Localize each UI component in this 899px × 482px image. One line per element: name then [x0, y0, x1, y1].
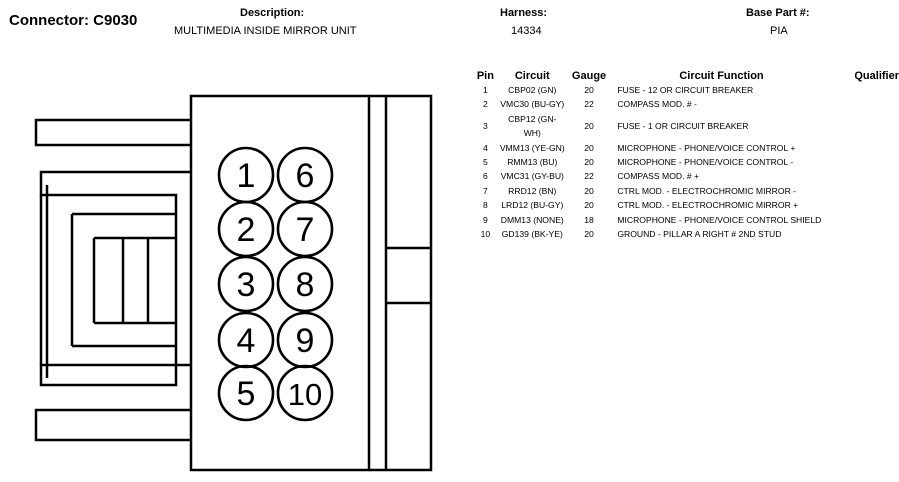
- pin-number: 6: [483, 171, 488, 182]
- circuit-id: VMC31 (GY-BU): [500, 171, 564, 182]
- pin-cavity-label: 10: [288, 377, 322, 412]
- circuit-id: DMM13 (NONE): [500, 214, 564, 225]
- pin-number: 4: [483, 142, 488, 153]
- qualifier-cell: [854, 213, 899, 227]
- pin-number: 9: [483, 214, 488, 225]
- connector-title: Connector: C9030: [9, 12, 138, 29]
- circuit-id: RRD12 (BN): [508, 185, 557, 196]
- pin-table-row: 3 CBP12 (GN-WH) 20 FUSE - 1 OR CIRCUIT BREA…: [471, 112, 899, 141]
- wire-gauge: 20: [584, 85, 594, 95]
- qualifier-cell: [854, 227, 899, 241]
- qualifier-cell: [854, 83, 899, 97]
- circuit-function: FUSE - 1 OR CIRCUIT BREAKER: [617, 121, 749, 132]
- circuit-function: COMPASS MOD. # +: [617, 171, 700, 182]
- pin-table-row: 9 DMM13 (NONE) 18 MICROPHONE - PHONE/VOICE …: [471, 213, 899, 227]
- left-tab-top: [34, 118, 191, 147]
- pin-cavity-label: 6: [296, 157, 315, 195]
- pin-cavity: [217, 255, 275, 313]
- lock-outline: [369, 94, 433, 472]
- left-latch-body: [39, 170, 191, 387]
- pin-cavity: [217, 364, 275, 422]
- pin-cavity-label: 4: [237, 322, 256, 360]
- pin-number: 1: [483, 85, 488, 95]
- circuit-id: LRD12 (BU-GY): [501, 200, 564, 211]
- pin-cavity-label: 8: [296, 266, 315, 304]
- wire-gauge: 20: [584, 157, 594, 168]
- qualifier-cell: [854, 155, 899, 169]
- wire-gauge: 20: [584, 121, 594, 132]
- pin-table-header: Pin Circuit Gauge Circuit Function Quali…: [471, 68, 899, 83]
- circuit-function: FUSE - 12 OR CIRCUIT BREAKER: [617, 85, 754, 95]
- connector-housing: [189, 94, 371, 472]
- circuit-id: VMM13 (YE-GN): [499, 142, 565, 153]
- left-tab-bottom: [34, 408, 191, 442]
- header-circuit-function: Circuit Function: [679, 69, 764, 82]
- circuit-function: CTRL MOD. - ELECTROCHROMIC MIRROR +: [617, 200, 799, 211]
- header-gauge: Gauge: [571, 69, 607, 82]
- qualifier-cell: [854, 198, 899, 212]
- wire-gauge: 22: [584, 99, 594, 110]
- circuit-function: MICROPHONE - PHONE/VOICE CONTROL -: [617, 157, 794, 168]
- pin-number: 7: [483, 185, 488, 196]
- circuit-id: VMC30 (BU-GY): [500, 99, 565, 110]
- pin-number: 5: [483, 157, 488, 168]
- circuit-function: MICROPHONE - PHONE/VOICE CONTROL +: [617, 142, 796, 153]
- wire-gauge: 20: [584, 142, 594, 153]
- pin-table-row: 2 VMC30 (BU-GY) 22 COMPASS MOD. # -: [471, 97, 899, 111]
- pin-cavity-label: 5: [237, 375, 256, 413]
- pin-number: 8: [483, 200, 488, 211]
- wire-gauge: 20: [584, 229, 594, 240]
- circuit-id: RMM13 (BU): [507, 157, 558, 168]
- description-value: MULTIMEDIA INSIDE MIRROR UNIT: [174, 25, 357, 37]
- header-qualifier: Qualifier: [854, 69, 899, 82]
- pin-table-row: 8 LRD12 (BU-GY) 20 CTRL MOD. - ELECTROCHROM…: [471, 198, 899, 212]
- qualifier-cell: [854, 184, 899, 198]
- pin-cavity-label: 2: [237, 211, 256, 249]
- pin-number: 3: [483, 121, 488, 132]
- qualifier-cell: [854, 141, 899, 155]
- pin-number: 2: [483, 99, 488, 110]
- base-part-value: PIA: [770, 25, 788, 37]
- base-part-label: Base Part #:: [746, 7, 810, 19]
- pin-table-row: 6 VMC31 (GY-BU) 22 COMPASS MOD. # +: [471, 169, 899, 183]
- pin-cavity-label: 1: [237, 157, 256, 195]
- header-circuit: Circuit: [514, 69, 550, 82]
- circuit-function: COMPASS MOD. # -: [617, 99, 697, 110]
- description-label: Description:: [240, 7, 305, 19]
- pin-cavity: [276, 255, 334, 313]
- pin-cavity: [276, 364, 334, 422]
- qualifier-cell: [854, 112, 899, 141]
- circuit-function: MICROPHONE - PHONE/VOICE CONTROL SHIELD: [617, 214, 822, 225]
- qualifier-cell: [854, 97, 899, 111]
- pin-cavity-label: 9: [296, 322, 315, 360]
- pin-table-row: 1 CBP02 (GN) 20 FUSE - 12 OR CIRCUIT BREAKE…: [471, 83, 899, 97]
- pin-cavity-label: 3: [237, 266, 256, 304]
- pin-table: Pin Circuit Gauge Circuit Function Quali…: [471, 68, 899, 241]
- pin-number: 10: [480, 229, 491, 240]
- circuit-id: CBP02 (GN): [508, 85, 557, 95]
- wire-gauge: 18: [584, 214, 594, 225]
- circuit-id: GD139 (BK-YE): [501, 229, 563, 240]
- header-pin: Pin: [476, 69, 494, 82]
- wire-gauge: 20: [584, 200, 594, 211]
- pin-table-row: 5 RMM13 (BU) 20 MICROPHONE - PHONE/VOICE CO…: [471, 155, 899, 169]
- qualifier-cell: [854, 169, 899, 183]
- harness-label: Harness:: [500, 7, 548, 19]
- wire-gauge: 20: [584, 185, 594, 196]
- circuit-function: GROUND - PILLAR A RIGHT # 2ND STUD: [617, 229, 782, 240]
- pin-table-row: 7 RRD12 (BN) 20 CTRL MOD. - ELECTROCHROMIC …: [471, 184, 899, 198]
- circuit-function: CTRL MOD. - ELECTROCHROMIC MIRROR -: [617, 185, 797, 196]
- pin-table-row: 10 GD139 (BK-YE) 20 GROUND - PILLAR A RIGHT…: [471, 227, 899, 241]
- circuit-id: CBP12 (GN-WH): [508, 113, 557, 139]
- harness-value: 14334: [511, 25, 542, 37]
- wire-gauge: 22: [584, 171, 594, 182]
- pin-cavity-label: 7: [296, 211, 315, 249]
- pin-table-row: 4 VMM13 (YE-GN) 20 MICROPHONE - PHONE/VOICE…: [471, 141, 899, 155]
